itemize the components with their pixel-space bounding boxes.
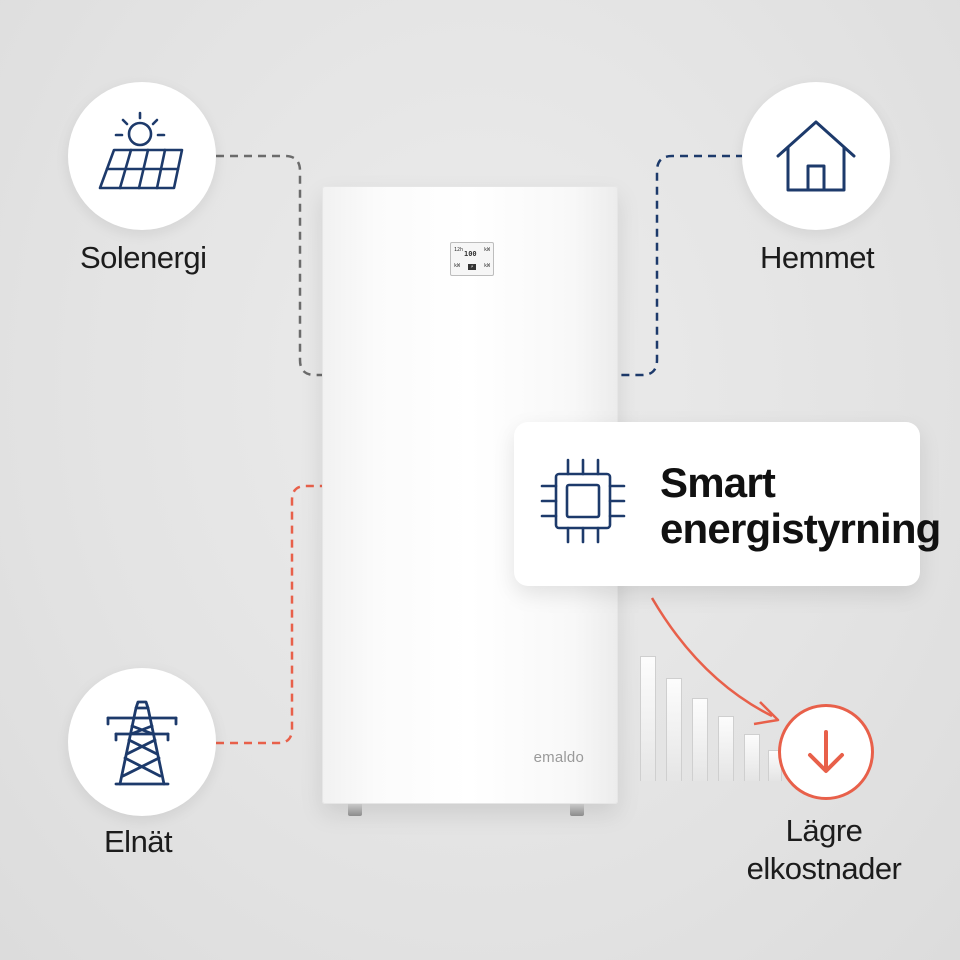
- display-main-value: 100: [464, 250, 477, 258]
- power-pylon-icon: [106, 700, 178, 786]
- display-bolt-icon: ⚡: [468, 264, 476, 270]
- grid-connector: [216, 484, 322, 745]
- solar-label: Solenergi: [80, 240, 207, 275]
- display-top-left: 12h: [454, 247, 464, 253]
- grid-label: Elnät: [104, 824, 173, 859]
- decor-bar: [718, 716, 734, 781]
- savings-label: Lägre elkostnader: [724, 812, 924, 888]
- savings-label-line1: Lägre: [785, 813, 863, 848]
- unit-foot-left: [348, 804, 362, 816]
- decor-bar: [640, 656, 656, 781]
- smart-title-line1: Smart: [660, 459, 776, 506]
- home-node: [742, 82, 890, 230]
- display-top-right: kW: [483, 247, 490, 253]
- solar-connector: [216, 154, 322, 377]
- solar-node: [68, 82, 216, 230]
- decor-bar: [666, 678, 682, 781]
- savings-arrow-line: [650, 597, 773, 718]
- unit-foot-right: [570, 804, 584, 816]
- smart-control-card: Smart energistyrning: [514, 422, 941, 586]
- solar-panel-icon: [98, 111, 184, 190]
- unit-brand: emaldo: [533, 749, 584, 766]
- house-icon: [776, 120, 856, 192]
- savings-node: [778, 704, 874, 800]
- processor-chip-icon: [540, 458, 626, 544]
- display-bottom-right: kW: [483, 263, 490, 269]
- unit-display: 12h kW 100 kW ⚡ kW: [450, 242, 494, 276]
- display-bottom-left: kW: [454, 263, 461, 269]
- smart-control-title: Smart energistyrning: [660, 460, 941, 552]
- savings-arrowhead: [753, 701, 780, 726]
- home-connector: [618, 154, 744, 377]
- smart-title-line2: energistyrning: [660, 505, 941, 552]
- savings-label-line2: elkostnader: [746, 851, 902, 886]
- home-label: Hemmet: [760, 240, 875, 275]
- decor-bar: [692, 698, 708, 781]
- grid-node: [68, 668, 216, 816]
- decor-bar: [744, 734, 760, 781]
- arrow-down-icon: [808, 730, 844, 773]
